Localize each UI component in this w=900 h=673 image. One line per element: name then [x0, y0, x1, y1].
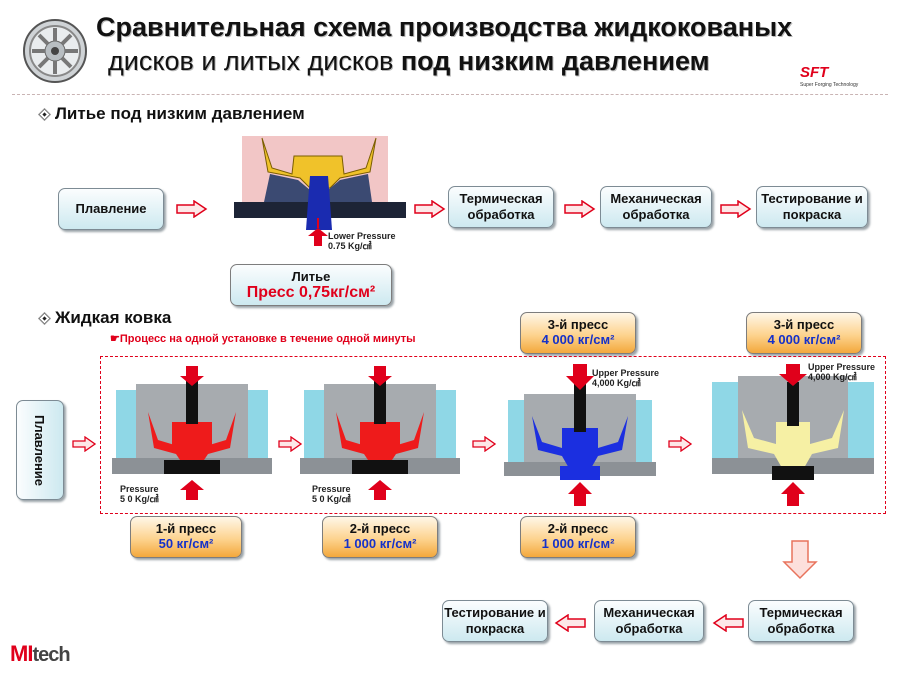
- mold-1-pressure-label: Pressure 5 0 Kg/㎠: [120, 484, 159, 504]
- section-forging-title: Жидкая ковка: [55, 308, 172, 327]
- forging-mold-1: [112, 366, 272, 500]
- forging-process-frame: [100, 356, 886, 514]
- casting-press-box: Литье Пресс 0,75кг/см²: [230, 264, 392, 306]
- forging-step-melting: Плавление: [16, 400, 64, 500]
- forging-step-testing-painting: Тестирование и покраска: [442, 600, 548, 642]
- arrow-right-icon: [414, 200, 446, 218]
- casting-press-value: Пресс 0,75кг/см²: [246, 284, 376, 301]
- press-label: 3-й пресс: [773, 317, 835, 332]
- bullet-icon: [38, 311, 51, 325]
- page-title: Сравнительная схема производства жидкоко…: [96, 10, 886, 78]
- top-press-box-1: 3-й пресс 4 000 кг/см²: [520, 312, 636, 354]
- bottom-press-box-2: 2-й пресс 1 000 кг/см²: [322, 516, 438, 558]
- forging-mold-2: [300, 366, 460, 500]
- press-label: 3-й пресс: [547, 317, 609, 332]
- arrow-right-icon: [472, 436, 496, 452]
- casting-step-testing-painting: Тестирование и покраска: [756, 186, 868, 228]
- forging-mold-4: [712, 364, 874, 506]
- press-value: 4 000 кг/см²: [767, 332, 841, 347]
- section-casting-title: Литье под низким давлением: [55, 104, 305, 123]
- press-value: 1 000 кг/см²: [541, 536, 615, 551]
- section-casting-heading: Литье под низким давлением: [38, 104, 305, 124]
- title-line-2-bold: под низким давлением: [400, 46, 710, 76]
- arrow-right-icon: [720, 200, 752, 218]
- arrow-right-icon: [668, 436, 692, 452]
- casting-step-heat-treatment: Термическая обработка: [448, 186, 554, 228]
- sft-tagline: Super Forging Technology: [800, 82, 859, 88]
- arrow-right-icon: [72, 436, 96, 452]
- mitech-logo-tech: tech: [32, 644, 70, 666]
- press-label: 2-й пресс: [547, 521, 609, 536]
- mitech-logo: MItech: [10, 641, 71, 667]
- forging-mold-3: [504, 364, 656, 506]
- arrow-right-icon: [278, 436, 302, 452]
- melting-label: Плавление: [32, 414, 48, 486]
- lower-pressure-label: Lower Pressure 0.75 Kg/㎠: [328, 231, 396, 251]
- arrow-right-icon: [564, 200, 596, 218]
- press-value: 1 000 кг/см²: [343, 536, 417, 551]
- arrow-right-icon: [176, 200, 208, 218]
- bullet-icon: [38, 107, 51, 121]
- casting-step-melting: Плавление: [58, 188, 164, 230]
- header-divider: [12, 94, 888, 95]
- bottom-press-box-1: 1-й пресс 50 кг/см²: [130, 516, 242, 558]
- casting-step-machining: Механическая обработка: [600, 186, 712, 228]
- wheel-icon: [23, 19, 87, 83]
- mold-2-pressure-label: Pressure 5 0 Kg/㎠: [312, 484, 351, 504]
- mitech-logo-mi: MI: [10, 641, 33, 666]
- sft-logo: SFT: [800, 64, 829, 81]
- bottom-press-box-3: 2-й пресс 1 000 кг/см²: [520, 516, 636, 558]
- process-note: ☛Процесс на одной установке в течение од…: [110, 333, 416, 345]
- press-value: 50 кг/см²: [158, 536, 214, 551]
- title-line-2-regular: дисков и литых дисков: [108, 46, 394, 76]
- press-value: 4 000 кг/см²: [541, 332, 615, 347]
- arrow-left-icon: [554, 614, 586, 632]
- title-line-1: Сравнительная схема производства жидкоко…: [96, 12, 793, 42]
- mold-4-pressure-label: Upper Pressure 4,000 Kg/㎠: [808, 362, 876, 382]
- arrow-down-icon: [782, 540, 818, 580]
- section-forging-heading: Жидкая ковка: [38, 308, 172, 328]
- press-label: 1-й пресс: [155, 521, 217, 536]
- low-pressure-casting-diagram: [234, 136, 406, 246]
- forging-step-machining: Механическая обработка: [594, 600, 704, 642]
- top-press-box-2: 3-й пресс 4 000 кг/см²: [746, 312, 862, 354]
- casting-press-label: Литье: [291, 269, 331, 284]
- press-label: 2-й пресс: [349, 521, 411, 536]
- arrow-left-icon: [712, 614, 744, 632]
- mold-3-pressure-label: Upper Pressure 4,000 Kg/㎠: [592, 368, 660, 388]
- forging-step-heat-treatment: Термическая обработка: [748, 600, 854, 642]
